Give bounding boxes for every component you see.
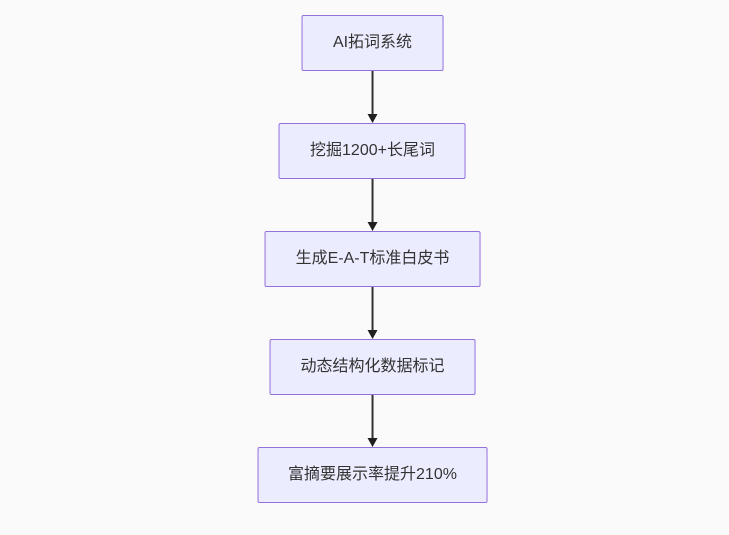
edge-line: [371, 395, 374, 439]
flow-node-5: 富摘要展示率提升210%: [257, 447, 488, 503]
arrowhead-down-icon: [367, 438, 378, 447]
flow-node-2: 挖掘1200+长尾词: [279, 123, 466, 179]
flow-node-3: 生成E-A-T标准白皮书: [264, 231, 481, 287]
edge-line: [371, 179, 374, 223]
arrowhead-down-icon: [367, 330, 378, 339]
arrowhead-down-icon: [367, 114, 378, 123]
arrowhead-down-icon: [367, 222, 378, 231]
flow-node-2-label: 挖掘1200+长尾词: [310, 142, 435, 159]
flow-node-1: AI拓词系统: [301, 15, 444, 71]
flow-edge-2-3: [367, 179, 378, 231]
flow-node-5-label: 富摘要展示率提升210%: [288, 466, 457, 483]
edge-line: [371, 287, 374, 331]
flow-node-4: 动态结构化数据标记: [269, 339, 476, 395]
flowchart-column: AI拓词系统 挖掘1200+长尾词 生成E-A-T标准白皮书 动态结构化数据标记: [257, 15, 488, 503]
flow-edge-4-5: [367, 395, 378, 447]
flow-edge-3-4: [367, 287, 378, 339]
flow-edge-1-2: [367, 71, 378, 123]
edge-line: [371, 71, 374, 115]
flow-node-1-label: AI拓词系统: [332, 34, 413, 51]
flow-node-4-label: 动态结构化数据标记: [300, 358, 445, 375]
flow-node-3-label: 生成E-A-T标准白皮书: [295, 250, 450, 267]
